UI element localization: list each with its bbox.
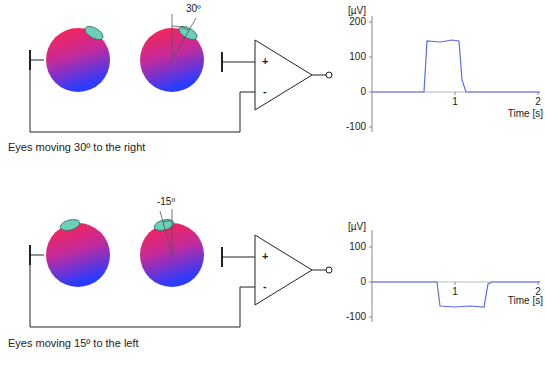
wire — [30, 265, 255, 327]
axis-unit: [µV] — [348, 222, 366, 232]
y-axis — [372, 230, 373, 322]
axis-title: Time [s] — [508, 296, 543, 306]
caption: Eyes moving 30º to the right — [8, 142, 145, 153]
cornea — [59, 218, 81, 233]
bottom-row — [30, 209, 540, 327]
tick-label: -100 — [346, 122, 366, 132]
axis-title: Time [s] — [508, 109, 543, 119]
reference-line — [172, 209, 173, 255]
tick — [369, 127, 372, 128]
angle-label: -15º — [157, 197, 175, 207]
gaze-line — [172, 18, 196, 60]
output-terminal — [326, 72, 332, 78]
output-wire — [312, 270, 326, 271]
cornea — [83, 24, 105, 43]
input-sign: + — [262, 251, 268, 262]
input-sign: - — [263, 86, 267, 97]
axis-unit: [µV] — [348, 6, 366, 16]
input-sign: + — [262, 56, 268, 67]
output-wire — [312, 75, 326, 76]
tick — [369, 92, 372, 93]
tick-label: 1 — [452, 97, 458, 107]
wire — [30, 70, 255, 132]
tick — [369, 57, 372, 58]
caption: Eyes moving 15º to the left — [8, 338, 139, 349]
top-row — [30, 14, 540, 132]
tick — [455, 282, 456, 285]
tick — [369, 247, 372, 248]
tick-label: 100 — [349, 52, 366, 62]
output-terminal — [326, 267, 332, 273]
angle-arc — [172, 26, 189, 30]
reference-line — [172, 14, 173, 60]
tick-label: 0 — [360, 87, 366, 97]
tick-label: -100 — [346, 312, 366, 322]
tick-label: 200 — [349, 17, 366, 27]
wire — [222, 62, 255, 63]
tick-label: 100 — [349, 242, 366, 252]
tick — [369, 317, 372, 318]
input-sign: - — [263, 281, 267, 292]
eog-signal — [372, 40, 540, 92]
tick-label: 2 — [535, 97, 541, 107]
angle-label: 30º — [186, 4, 201, 14]
tick — [369, 22, 372, 23]
tick-label: 0 — [360, 277, 366, 287]
amplifier-symbol — [255, 40, 312, 110]
y-axis — [372, 16, 373, 132]
eyeball — [46, 223, 110, 287]
tick-label: 1 — [452, 287, 458, 297]
tick — [455, 92, 456, 95]
angle-arc — [163, 221, 172, 222]
tick — [369, 282, 372, 283]
amplifier-symbol — [255, 235, 312, 305]
wire — [222, 257, 255, 258]
gaze-line — [160, 211, 172, 255]
electrode-wire — [30, 255, 44, 256]
electrode-wire — [30, 60, 44, 61]
